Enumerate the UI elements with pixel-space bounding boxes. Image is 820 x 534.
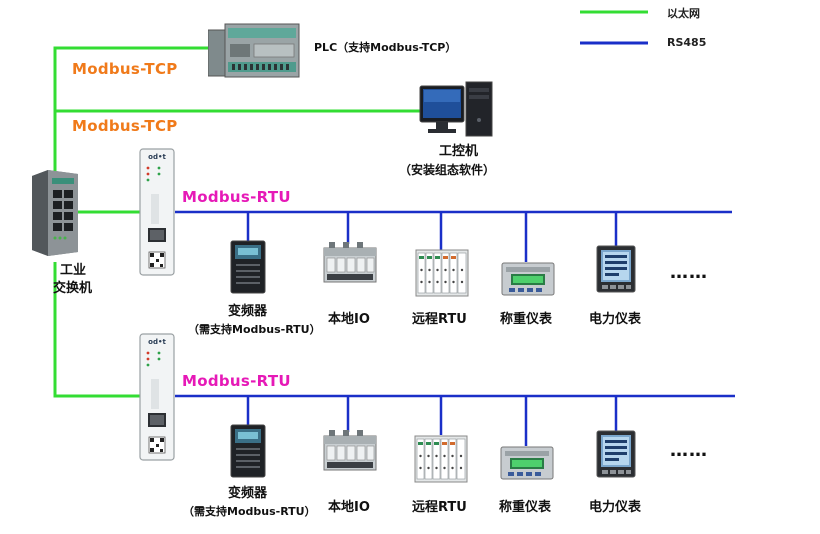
more-devices-ellipsis: …… <box>670 440 708 461</box>
inverter-icon <box>230 240 266 294</box>
remote-rtu-icon <box>414 435 468 483</box>
gateway-icon: od•t <box>139 148 175 276</box>
local-io-label: 本地IO <box>328 312 370 327</box>
rs485-links <box>175 210 735 446</box>
power-meter-label: 电力仪表 <box>589 500 642 515</box>
local-io-icon <box>323 430 377 471</box>
modbus-tcp-label-ipc: Modbus-TCP <box>72 117 178 135</box>
inverter-label-line1: 变频器 <box>228 304 268 319</box>
legend-rs485-label: RS485 <box>667 36 707 49</box>
local-io-label: 本地IO <box>328 500 370 515</box>
ethernet-switch-icon <box>32 170 78 256</box>
gateway-icon: od•t <box>139 333 175 461</box>
remote-rtu-label: 远程RTU <box>412 500 467 515</box>
remote-rtu-icon <box>415 249 469 297</box>
power-meter-icon <box>596 245 636 293</box>
svg-text:od•t: od•t <box>148 153 166 161</box>
inverter-label-line2: （需支持Modbus-RTU） <box>188 323 321 336</box>
inverter-label-line1: 变频器 <box>228 486 268 501</box>
weighing-meter-label: 称重仪表 <box>500 312 553 327</box>
switch-label-line2: 交换机 <box>53 281 93 296</box>
inverter-icon <box>230 424 266 478</box>
remote-rtu-label: 远程RTU <box>412 312 467 327</box>
industrial-pc-icon <box>419 81 493 137</box>
plc-icon <box>208 23 300 78</box>
ipc-label-line1: 工控机 <box>439 144 479 159</box>
inverter-label-line2: （需支持Modbus-RTU） <box>183 505 316 518</box>
weighing-meter-icon <box>500 446 554 480</box>
weighing-meter-icon <box>501 262 555 296</box>
ethernet-links <box>53 46 448 398</box>
legend-ethernet-label: 以太网 <box>667 7 700 20</box>
switch-label-line1: 工业 <box>60 263 87 278</box>
power-meter-icon <box>596 430 636 478</box>
modbus-tcp-label-plc: Modbus-TCP <box>72 60 178 78</box>
local-io-icon <box>323 242 377 283</box>
ipc-label-line2: （安装组态软件） <box>399 163 496 177</box>
power-meter-label: 电力仪表 <box>589 312 642 327</box>
plc-label: PLC（支持Modbus-TCP） <box>314 41 457 54</box>
svg-text:od•t: od•t <box>148 338 166 346</box>
weighing-meter-label: 称重仪表 <box>499 500 552 515</box>
modbus-rtu-label-bus1: Modbus-RTU <box>182 188 291 206</box>
more-devices-ellipsis: …… <box>670 262 708 283</box>
modbus-rtu-label-bus2: Modbus-RTU <box>182 372 291 390</box>
